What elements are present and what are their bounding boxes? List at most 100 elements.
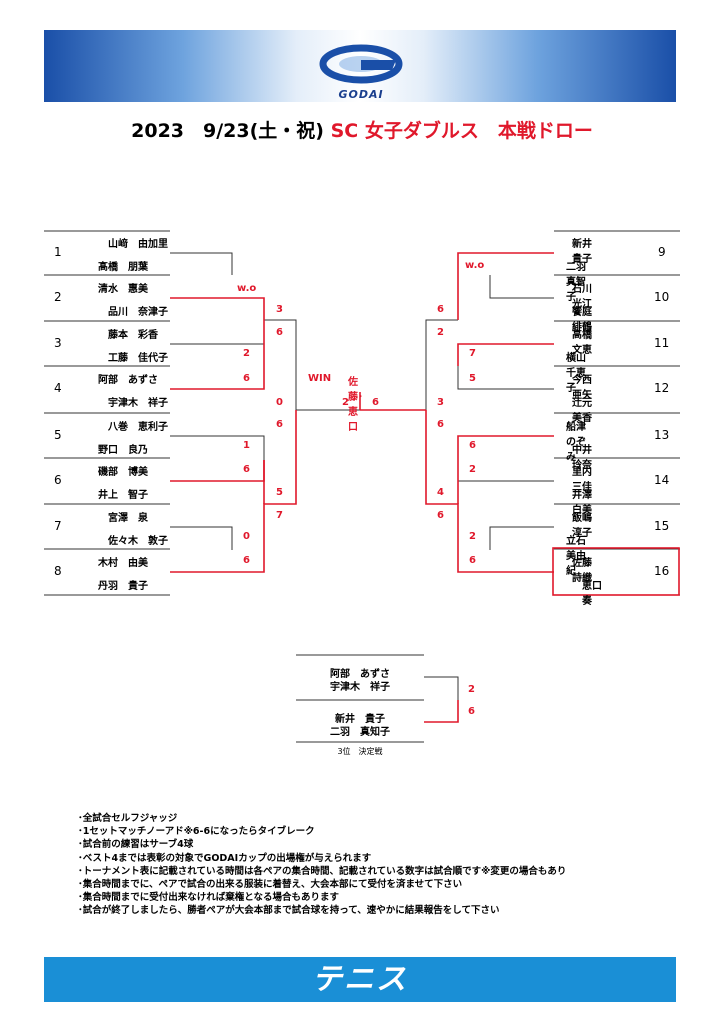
player-name: 高橋 文恵 [572,330,602,356]
score: 2 [243,348,250,359]
note-item: ･試合が終了しましたら、勝者ペアが大会本部まで試合球を持って、速やかに結果報告を… [78,905,500,917]
score: 4 [437,487,444,498]
player-name: 中井 玲奈 [572,445,602,471]
seed-number: 3 [54,336,62,350]
score: 6 [276,327,283,338]
note-item: ･ベスト4までは表彰の対象でGODAIカップの出場権が与えられます [78,852,372,864]
player-name: 飯嶋 淳子 [572,513,602,539]
win-label: WIN [308,373,332,384]
seed-number: 1 [54,245,62,259]
score: 6 [437,419,444,430]
player-name: 磯部 博美 [98,467,148,478]
score: 6 [469,440,476,451]
score: 2 [469,531,476,542]
seed-number: 16 [654,564,670,578]
third-place-caption: 3位 決定戦 [337,747,383,756]
player-name: 阿部 あずさ [330,669,390,680]
score: 0 [243,531,250,542]
score: 6 [469,555,476,566]
title-date: 2023 9/23(土・祝) [131,120,324,142]
final-score-left: 2 [342,397,349,408]
score: 7 [469,348,476,359]
player-name: 新井 貴子 [335,714,385,725]
player-name: 恵口 奏 [582,581,612,607]
score: 6 [243,555,250,566]
player-name: 丹羽 貴子 [98,581,148,592]
note-item: ･トーナメント表に記載されている時間は各ペアの集合時間、記載されている数字は試合… [78,865,567,877]
godai-logo-icon [319,44,403,84]
seed-number: 5 [54,428,62,442]
page-title: 2023 9/23(土・祝) SC 女子ダブルス 本戦ドロー [0,116,724,143]
seed-number: 13 [654,428,670,442]
score: 5 [276,487,283,498]
score: 6 [276,419,283,430]
score: 6 [468,706,475,717]
player-name: 二羽 真知子 [330,727,390,738]
score-walkover: w.o [465,260,485,271]
note-item: ･1セットマッチノーアド※6-6になったらタイブレーク [78,826,315,838]
player-name: 船津 のぞみ [566,422,596,463]
godai-logo: GODAI [316,40,406,102]
player-name: 宮澤 泉 [108,513,148,524]
seed-number: 10 [654,290,670,304]
player-name: 辻元 美香 [572,398,602,424]
score: 3 [276,304,283,315]
score: 6 [243,373,250,384]
seed-number: 9 [658,245,666,259]
seed-number: 8 [54,564,62,578]
player-name: 品川 奈津子 [108,307,168,318]
footer-banner: テニス [44,957,676,1002]
player-name: 山﨑 由加里 [108,239,168,250]
player-name: 饗庭 緋鶴 [572,307,602,333]
score: 6 [437,304,444,315]
winner-box [552,547,680,596]
seed-number: 11 [654,336,670,350]
score: 7 [276,510,283,521]
score: 2 [469,464,476,475]
player-name: 新井 貴子 [572,239,602,265]
score: 3 [437,397,444,408]
seed-number: 7 [54,519,62,533]
player-name: 工藤 佳代子 [108,353,168,364]
note-item: ･全試合セルフジャッジ [78,813,178,824]
player-name: 立石 美由紀 [566,536,596,577]
player-name: 井上 智子 [98,490,148,501]
score: 6 [437,510,444,521]
seed-number: 14 [654,473,670,487]
seed-number: 6 [54,473,62,487]
player-name: 宇津木 祥子 [108,398,168,409]
score: 2 [468,684,475,695]
player-name: 八巻 恵利子 [108,422,168,433]
player-name: 里内 三佳 [572,467,602,493]
title-event: SC 女子ダブルス 本戦ドロー [330,120,593,142]
player-name: 清水 惠美 [98,284,148,295]
note-item: ･試合前の練習はサーブ4球 [78,839,194,851]
footer-text: テニス [312,962,408,997]
note-item: ･集合時間までに受付出来なければ棄権となる場合もあります [78,892,339,904]
player-name: 横山 千恵子 [566,353,596,394]
notes-list: ･全試合セルフジャッジ ･1セットマッチノーアド※6-6になったらタイブレーク … [78,812,698,918]
player-name: 佐々木 敦子 [108,536,168,547]
score: 5 [469,373,476,384]
score-walkover: w.o [237,283,257,294]
score: 0 [276,397,283,408]
seed-number: 12 [654,381,670,395]
seed-number: 4 [54,381,62,395]
player-name: 佐藤 詩織 [572,558,602,584]
player-name: 石川 光江 [572,284,602,310]
player-name: 二羽 真智子 [566,262,596,303]
player-name: 髙橋 朋葉 [98,262,148,273]
seed-number: 15 [654,519,670,533]
player-name: 今西 亜矢 [572,375,602,401]
player-name: 阿部 あずさ [98,375,158,386]
seed-number: 2 [54,290,62,304]
player-name: 井澤 白美 [572,490,602,516]
player-name: 木村 由美 [98,558,148,569]
winner-name: 佐藤･恵口 [348,377,363,433]
player-name: 宇津木 祥子 [330,682,390,693]
final-score-right: 6 [372,397,379,408]
score: 1 [243,440,250,451]
note-item: ･集合時間までに、ペアで試合の出来る服装に着替え、大会本部にて受付を済ませて下さ… [78,879,463,891]
score: 6 [243,464,250,475]
